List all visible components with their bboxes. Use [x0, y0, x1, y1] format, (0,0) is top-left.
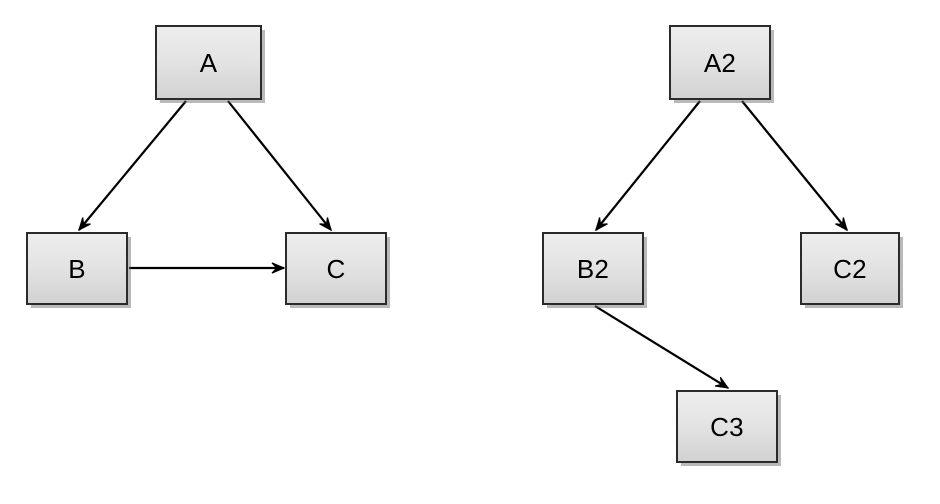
node-label: B [68, 253, 86, 284]
node-a2[interactable]: A2 [669, 25, 771, 100]
node-label: A2 [703, 47, 737, 78]
edge-b2-c3[interactable] [594, 305, 730, 389]
edge-arrowhead [78, 217, 91, 232]
edge-line [741, 100, 848, 231]
node-b[interactable]: B [26, 232, 128, 305]
node-label: C [326, 253, 346, 284]
node-c[interactable]: C [285, 232, 387, 305]
edge-line [594, 305, 729, 389]
node-c2[interactable]: C2 [800, 232, 900, 305]
edge-line [227, 100, 332, 231]
edge-a2-c2[interactable] [741, 100, 848, 232]
edge-a2-b2[interactable] [595, 100, 701, 232]
edge-arrowhead [835, 217, 848, 232]
edge-a-c[interactable] [227, 100, 332, 232]
node-label: B2 [576, 253, 610, 284]
node-label: A [199, 47, 218, 78]
node-c3[interactable]: C3 [676, 390, 778, 463]
edge-arrowhead [319, 217, 332, 232]
edge-arrowhead [271, 262, 286, 274]
edge-arrowhead [595, 217, 608, 232]
edge-b-c[interactable] [129, 262, 286, 274]
node-label: C3 [710, 411, 744, 442]
edge-line [78, 100, 187, 231]
node-label: C2 [833, 253, 867, 284]
edge-line [595, 100, 701, 231]
edges-group [78, 100, 848, 389]
node-b2[interactable]: B2 [542, 232, 644, 305]
node-a[interactable]: A [155, 25, 262, 100]
edge-arrowhead [714, 377, 730, 389]
edge-a-b[interactable] [78, 100, 187, 232]
